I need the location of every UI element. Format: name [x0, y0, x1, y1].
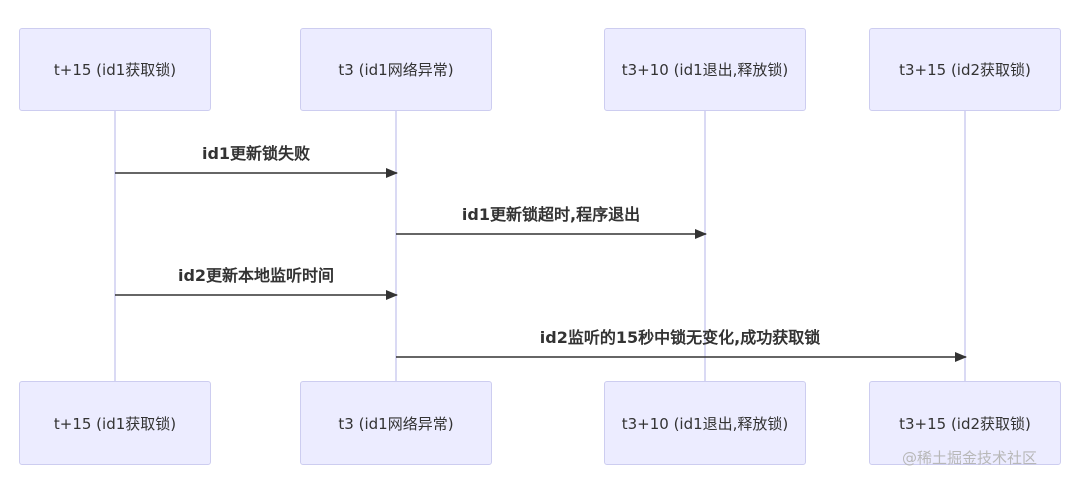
participant-label: t3+15 (id2获取锁): [899, 414, 1031, 433]
participant-label: t3 (id1网络异常): [338, 414, 454, 433]
message-label-2: id1更新锁超时,程序退出: [461, 205, 641, 224]
participant-label: t3+10 (id1退出,释放锁): [621, 61, 789, 79]
message-label-3: id2更新本地监听时间: [177, 266, 335, 285]
participant-top-p1: t+15 (id1获取锁): [19, 28, 211, 111]
watermark: @稀土掘金技术社区: [902, 449, 1038, 467]
message-label-1: id1更新锁失败: [201, 144, 311, 163]
participant-bottom-p4: t3+15 (id2获取锁): [869, 381, 1061, 465]
message-label-4: id2监听的15秒中锁无变化,成功获取锁: [539, 328, 821, 347]
participant-label: t3+15 (id2获取锁): [899, 61, 1031, 79]
participant-top-p4: t3+15 (id2获取锁): [869, 28, 1061, 111]
participant-label: t+15 (id1获取锁): [53, 61, 177, 79]
participant-bottom-p3: t3+10 (id1退出,释放锁): [604, 381, 806, 465]
participant-label: t3 (id1网络异常): [338, 61, 454, 79]
participant-bottom-p2: t3 (id1网络异常): [300, 381, 492, 465]
participant-label: t3+10 (id1退出,释放锁): [621, 414, 789, 433]
participant-top-p2: t3 (id1网络异常): [300, 28, 492, 111]
participant-label: t+15 (id1获取锁): [53, 414, 177, 433]
participant-top-p3: t3+10 (id1退出,释放锁): [604, 28, 806, 111]
participant-bottom-p1: t+15 (id1获取锁): [19, 381, 211, 465]
